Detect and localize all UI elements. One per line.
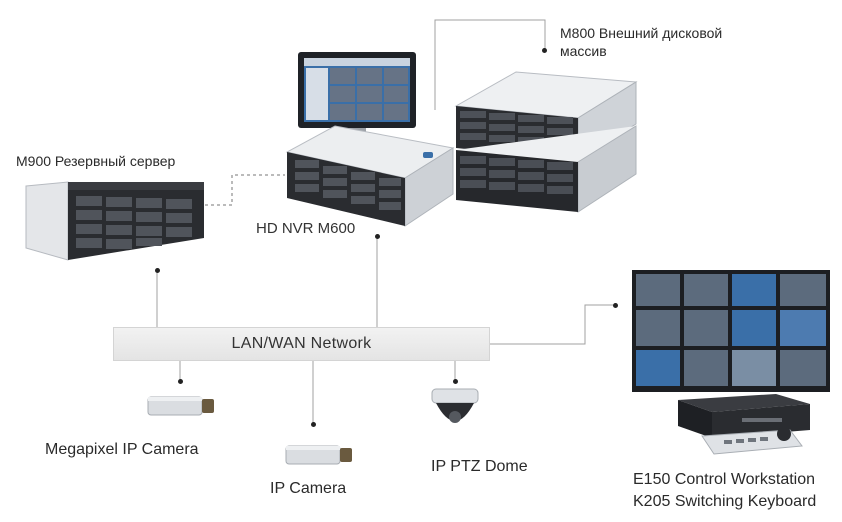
ptz-dot [453, 379, 458, 384]
ip-ptz-dome [431, 388, 479, 423]
video-wall [632, 270, 830, 392]
workstation-label-line2: K205 Switching Keyboard [633, 493, 817, 510]
backup-dashed-link [205, 174, 285, 206]
workstation-dot [613, 303, 618, 308]
workstation-label-line1: E150 Control Workstation [633, 471, 816, 488]
m800-connector [434, 19, 546, 110]
ptz-dome-label: IP PTZ Dome [431, 458, 528, 475]
hd-nvr-label: HD NVR M600 [256, 220, 356, 237]
m900-dot [155, 268, 160, 273]
lan-wan-network-bar: LAN/WAN Network [113, 327, 490, 361]
megapixel-camera-label: Megapixel IP Camera [45, 441, 199, 458]
m900-backup-server [25, 181, 204, 261]
m800-label-line2: массив [560, 43, 607, 59]
network-label: LAN/WAN Network [231, 335, 372, 352]
ip-camera-dot [311, 422, 316, 427]
workstation-label: E150 Control Workstation K205 Switching … [633, 469, 816, 513]
m800-dot [542, 48, 547, 53]
m800-disk-array [454, 71, 638, 213]
ip-camera-label: IP Camera [270, 480, 347, 497]
workstation-network-link [490, 304, 615, 345]
m900-label: M900 Резервный сервер [16, 153, 176, 169]
hd-nvr-m600 [285, 125, 455, 227]
m800-label: M800 Внешний дисковой массив [560, 24, 722, 60]
nvr-monitor [298, 52, 416, 144]
m800-label-line1: M800 Внешний дисковой [560, 25, 723, 41]
ip-camera [285, 445, 352, 465]
nvr-dot [375, 234, 380, 239]
megapixel-ip-camera [147, 396, 214, 416]
control-workstation [678, 394, 810, 455]
megapixel-camera-dot [178, 379, 183, 384]
